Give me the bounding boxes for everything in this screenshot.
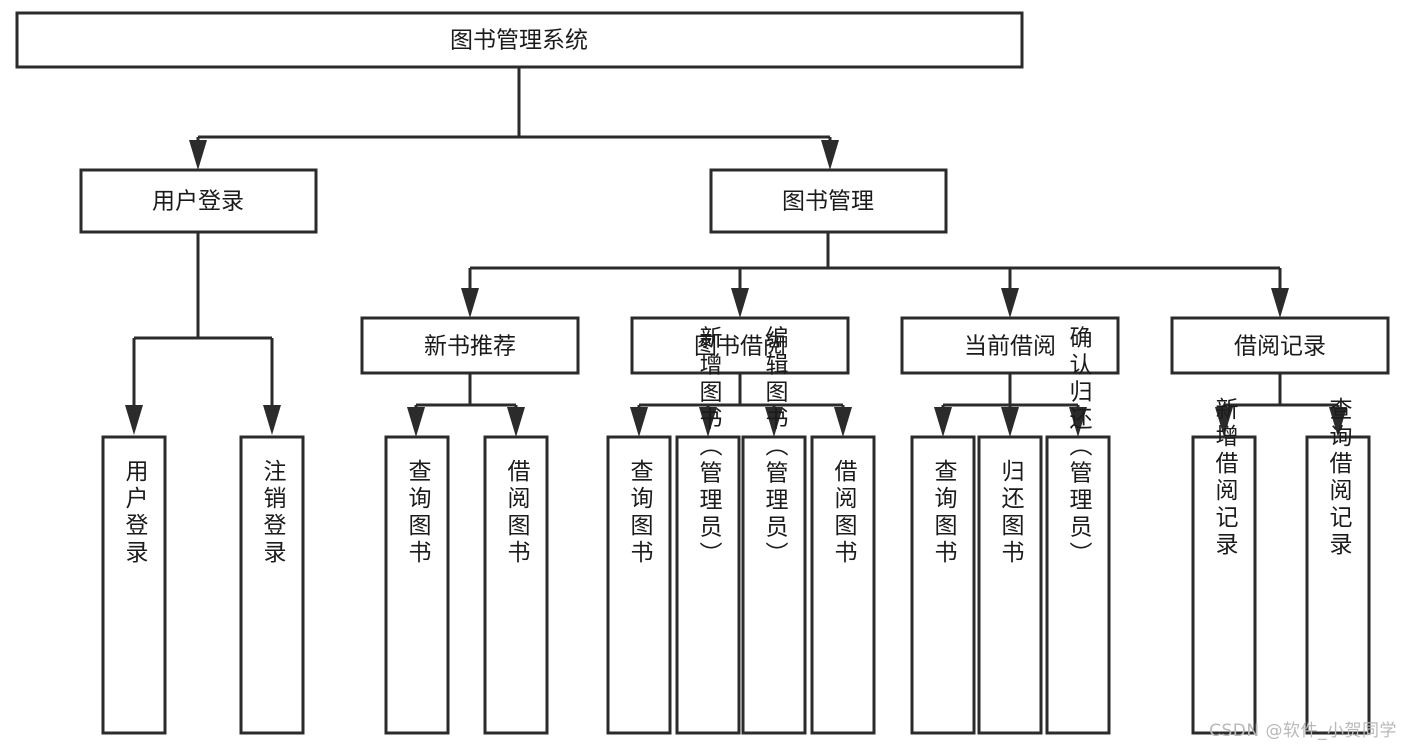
leaf-query-record-label: 查询借阅记录 (1325, 397, 1353, 559)
leaf-confirm-return[interactable]: 确认归还（管理员） (1045, 326, 1111, 735)
node-book-borrow[interactable]: 图书借阅 (630, 316, 850, 375)
leaf-query-book-1-label: 查询图书 (404, 459, 432, 567)
leaf-query-book-1[interactable]: 查询图书 (384, 435, 450, 735)
arrow-to-book-manage (821, 140, 839, 170)
connector-book-manage-to-level3 (468, 232, 1282, 288)
connector-current-borrow-to-leaves (941, 373, 1080, 408)
leaf-query-book-3[interactable]: 查询图书 (910, 435, 976, 735)
arrow-to-user-login (189, 140, 207, 170)
leaf-add-record-label: 新增借阅记录 (1211, 397, 1239, 559)
node-book-manage[interactable]: 图书管理 (709, 168, 948, 234)
arrows-new-book-rec-leaves (407, 407, 525, 437)
leaf-borrow-book-1-label: 借阅图书 (503, 459, 531, 567)
node-root[interactable]: 图书管理系统 (15, 11, 1024, 69)
node-root-label: 图书管理系统 (450, 28, 588, 54)
node-new-book-rec[interactable]: 新书推荐 (360, 316, 580, 375)
leaf-query-book-2-label: 查询图书 (626, 459, 654, 567)
leaf-user-login[interactable]: 用户登录 (101, 435, 167, 735)
connector-user-login-to-leaves (132, 232, 274, 405)
node-user-login[interactable]: 用户登录 (79, 168, 318, 234)
leaf-confirm-return-label: 确认归还（管理员） (1065, 326, 1093, 569)
leaf-user-login-label: 用户登录 (121, 459, 149, 567)
leaf-query-book-3-label: 查询图书 (930, 459, 958, 567)
leaf-user-logout[interactable]: 注销登录 (239, 435, 305, 735)
leaf-add-record[interactable]: 新增借阅记录 (1191, 397, 1257, 735)
leaf-user-logout-label: 注销登录 (259, 459, 287, 567)
leaf-borrow-book-2[interactable]: 借阅图书 (810, 435, 876, 735)
node-user-login-label: 用户登录 (152, 189, 244, 215)
csdn-watermark: CSDN @软件_小贺同学 (1209, 721, 1397, 741)
leaf-add-book-label: 新增图书（管理员） (695, 326, 723, 569)
leaf-edit-book[interactable]: 编辑图书（管理员） (741, 326, 807, 735)
arrows-level3 (461, 288, 1289, 318)
leaf-query-book-2[interactable]: 查询图书 (606, 435, 672, 735)
node-current-borrow-label: 当前借阅 (964, 334, 1056, 360)
node-borrow-record[interactable]: 借阅记录 (1170, 316, 1390, 375)
leaf-query-record[interactable]: 查询借阅记录 (1305, 397, 1371, 735)
leaf-return-book[interactable]: 归还图书 (977, 435, 1043, 735)
leaf-add-book[interactable]: 新增图书（管理员） (675, 326, 741, 735)
node-new-book-rec-label: 新书推荐 (424, 334, 516, 360)
leaf-borrow-book-1[interactable]: 借阅图书 (483, 435, 549, 735)
arrows-user-login-leaves (125, 405, 281, 435)
connector-book-borrow-to-leaves (637, 373, 845, 408)
node-book-borrow-label: 图书借阅 (694, 334, 786, 360)
connector-borrow-record-to-leaves (1222, 373, 1340, 408)
connector-new-book-rec-to-leaves (414, 373, 518, 408)
leaf-borrow-book-2-label: 借阅图书 (830, 459, 858, 567)
node-current-borrow[interactable]: 当前借阅 (900, 316, 1120, 375)
connector-root-to-level2 (196, 67, 832, 140)
node-book-manage-label: 图书管理 (782, 189, 874, 215)
node-borrow-record-label: 借阅记录 (1234, 334, 1326, 360)
arrows-book-borrow-leaves (630, 407, 852, 437)
leaf-edit-book-label: 编辑图书（管理员） (761, 326, 789, 569)
leaf-return-book-label: 归还图书 (997, 459, 1025, 567)
